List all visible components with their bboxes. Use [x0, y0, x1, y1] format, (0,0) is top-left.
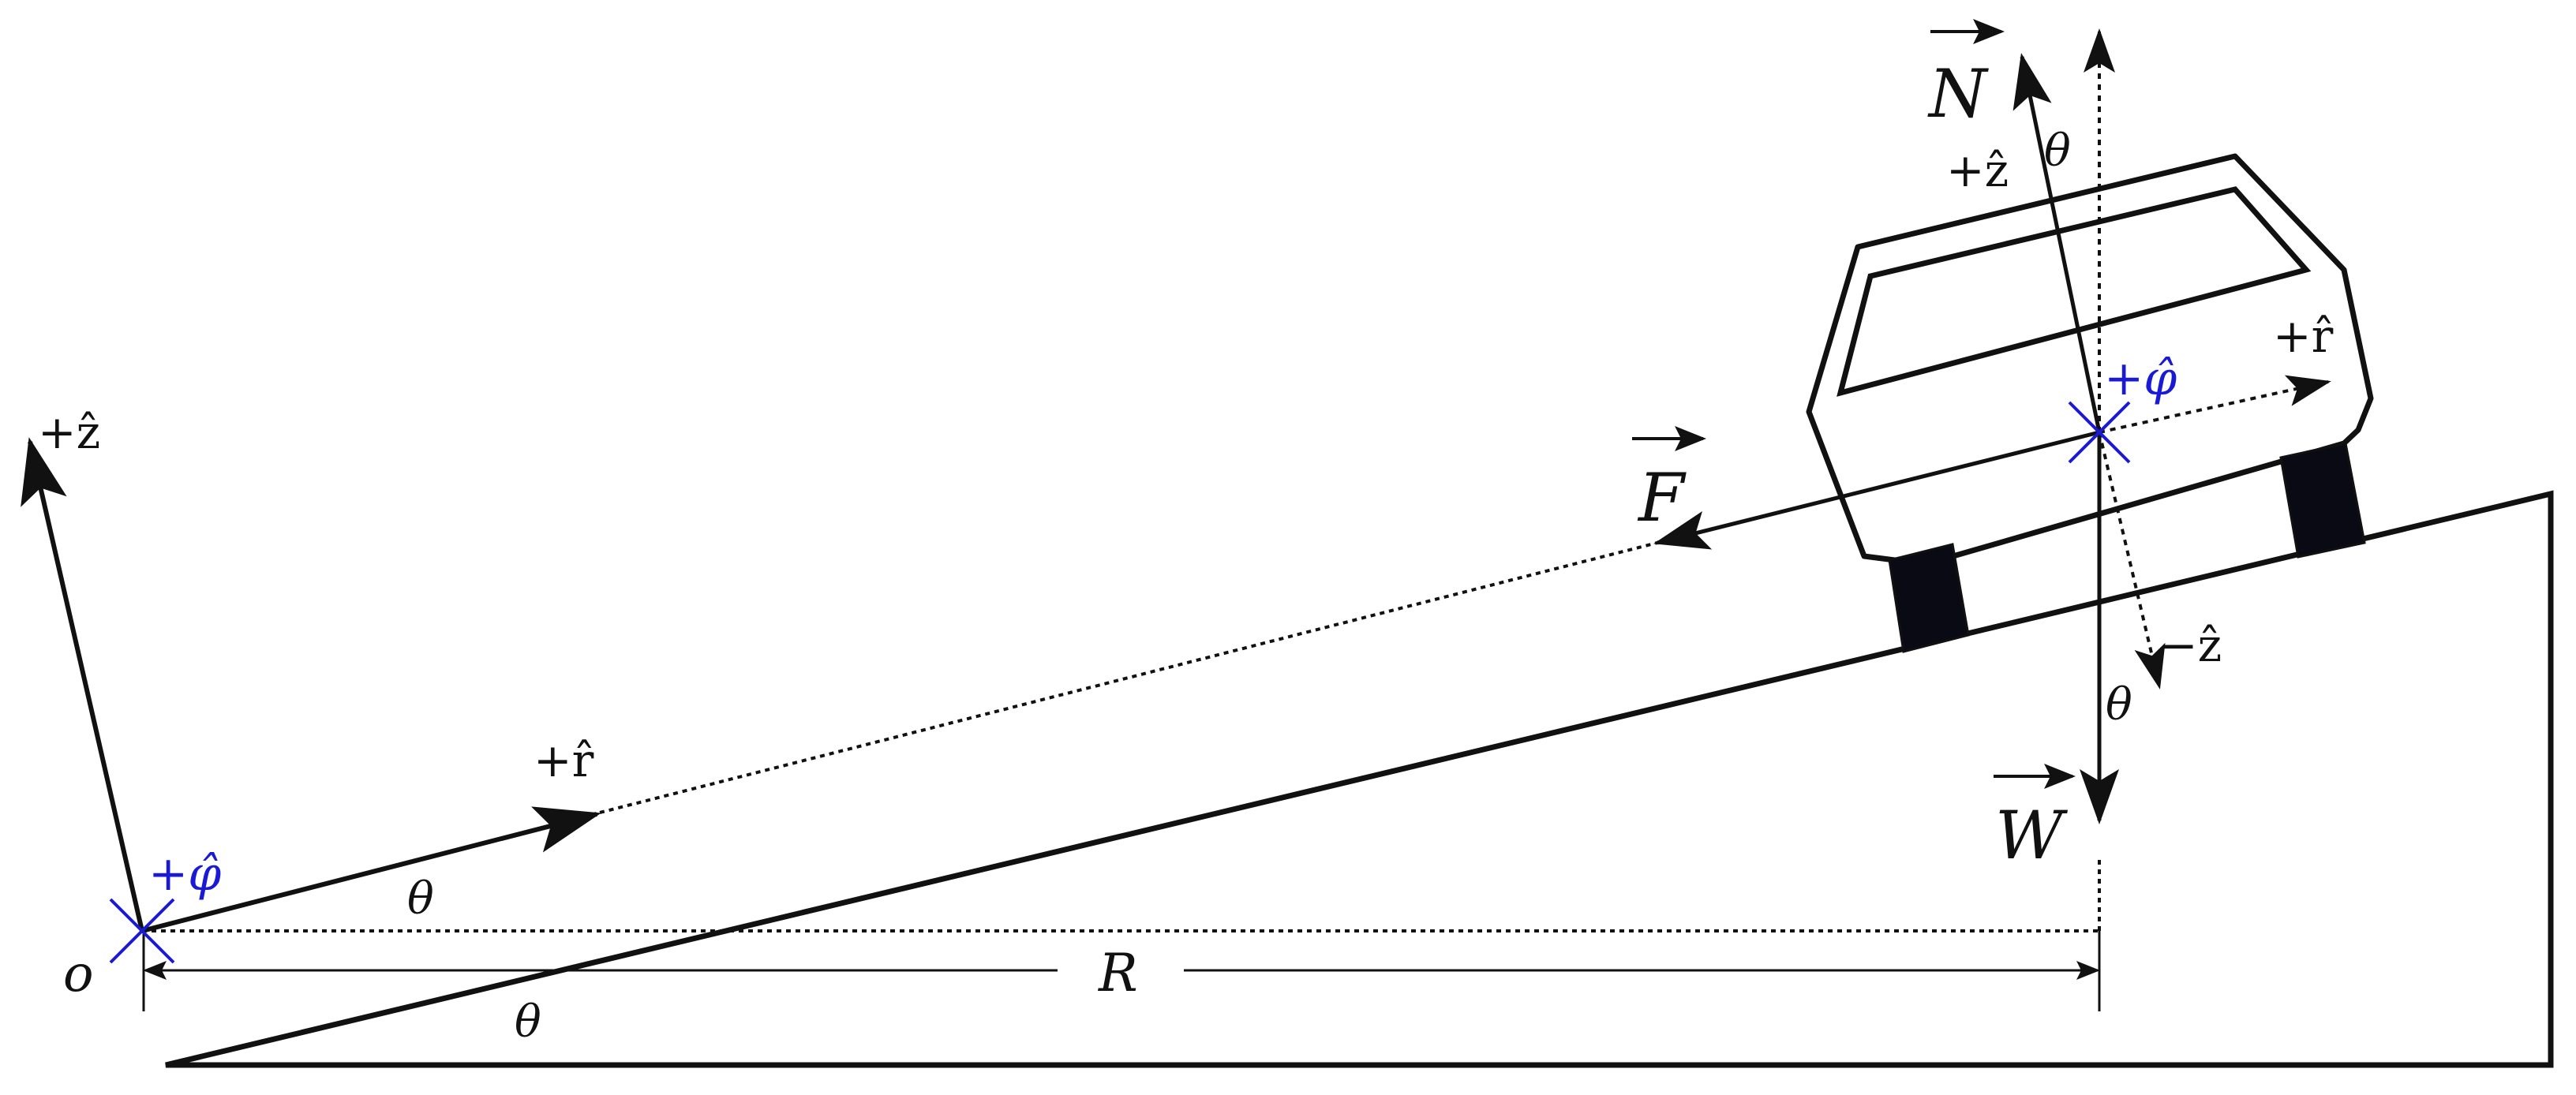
- origin-phi-label: +φ̂: [148, 846, 221, 902]
- normal-force-arrow: [2012, 53, 2102, 433]
- origin-label: o: [63, 945, 94, 1003]
- theta-label-normal: θ: [2044, 125, 2071, 177]
- ramp-triangle: [165, 490, 2554, 1068]
- origin-phi-marker: [109, 898, 175, 964]
- theta-label-weight: θ: [2106, 679, 2132, 731]
- car-r-label: +r̂: [2273, 309, 2334, 363]
- car-minus-z-label: −ẑ: [2159, 619, 2222, 672]
- origin-r-axis: [141, 806, 601, 933]
- car-front-tire: [2279, 442, 2366, 559]
- car-phi-label: +φ̂: [2104, 351, 2177, 406]
- radius-label: R: [1098, 943, 1138, 1003]
- theta-label-ramp: θ: [515, 996, 541, 1048]
- car-window: [1837, 186, 2312, 397]
- car-rear-tire: [1888, 543, 1970, 653]
- origin-z-label: +ẑ: [38, 405, 100, 459]
- r-axis-dotted-extension: [599, 541, 1658, 814]
- car-z-label: +ẑ: [1946, 144, 2009, 197]
- W-label: W: [1995, 797, 2069, 874]
- origin-r-label: +r̂: [534, 734, 594, 787]
- car-phi-marker: [2068, 401, 2131, 464]
- N-label: N: [1927, 55, 1989, 133]
- F-label: F: [1637, 459, 1687, 536]
- theta-label-origin: θ: [407, 873, 434, 925]
- friction-force-arrow: [1653, 430, 2100, 550]
- origin-z-axis: [21, 437, 144, 932]
